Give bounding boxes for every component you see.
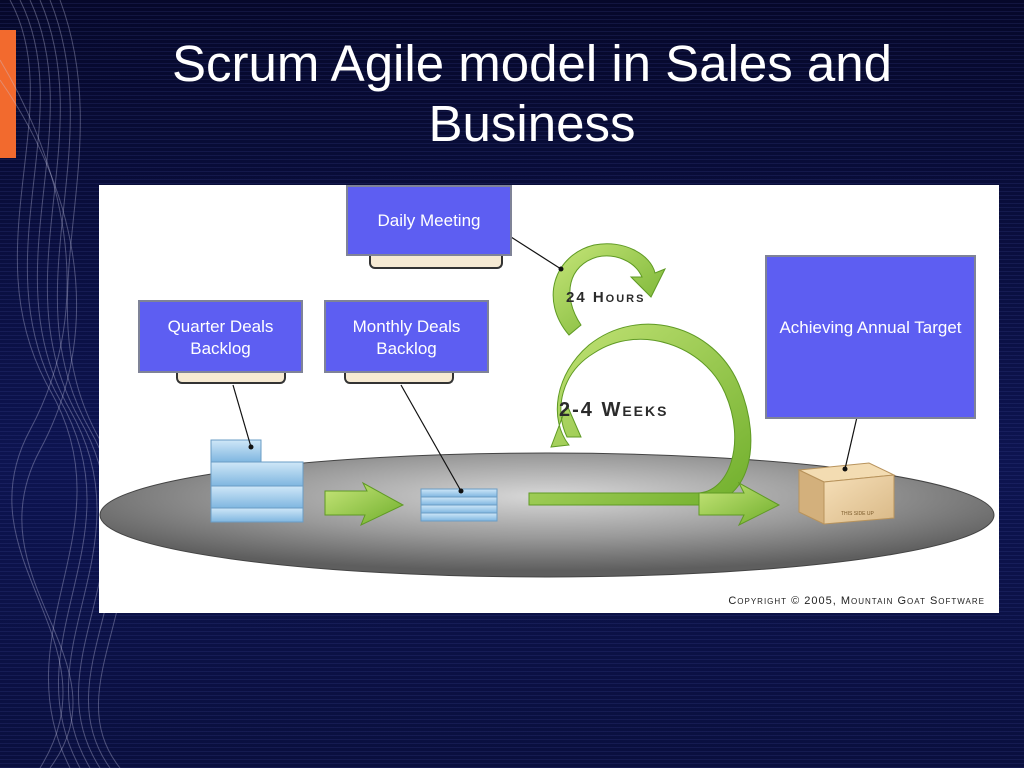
diagram-graphics	[99, 236, 995, 578]
box-side-text: This side up	[841, 511, 874, 517]
quarter-backlog-box: Quarter Deals Backlog	[138, 300, 303, 373]
shipping-box-icon	[797, 462, 896, 525]
annual-target-label: Achieving Annual Target	[779, 318, 962, 337]
monthly-backlog-tab	[344, 371, 454, 384]
quarter-backlog-tab	[176, 371, 286, 384]
monthly-backlog-label: Monthly Deals Backlog	[352, 317, 461, 358]
accent-bar	[0, 30, 16, 158]
slide-title: Scrum Agile model in Sales and Business	[171, 35, 893, 152]
monthly-backlog-box: Monthly Deals Backlog	[324, 300, 489, 373]
daily-meeting-box: Daily Meeting	[346, 185, 512, 256]
monthly-backlog-stack	[420, 488, 498, 522]
daily-connector-line	[510, 236, 562, 270]
quarter-backlog-label: Quarter Deals Backlog	[167, 317, 274, 358]
wave-decoration	[0, 0, 128, 768]
quarter-backlog-stack	[210, 439, 304, 523]
sprint-loop-arrow-icon	[528, 323, 752, 506]
daily-meeting-label: Daily Meeting	[377, 210, 481, 230]
annual-target-box: Achieving Annual Target	[765, 255, 976, 419]
platform-ellipse	[99, 452, 995, 578]
copyright-text: Copyright © 2005, Mountain Goat Software	[728, 595, 985, 607]
progress-arrow-icon	[324, 481, 405, 527]
sprint-arrow-head-icon	[698, 481, 781, 527]
loop-24-hours-label: 24 Hours	[566, 289, 646, 306]
loop-2-4-weeks-label: 2-4 Weeks	[559, 399, 669, 421]
quarter-connector-line	[232, 384, 252, 448]
daily-meeting-tab	[369, 255, 503, 269]
target-connector-line	[844, 416, 858, 470]
scrum-diagram: Daily Meeting Quarter Deals Backlog Mont…	[99, 185, 999, 613]
monthly-connector-line	[400, 384, 462, 492]
